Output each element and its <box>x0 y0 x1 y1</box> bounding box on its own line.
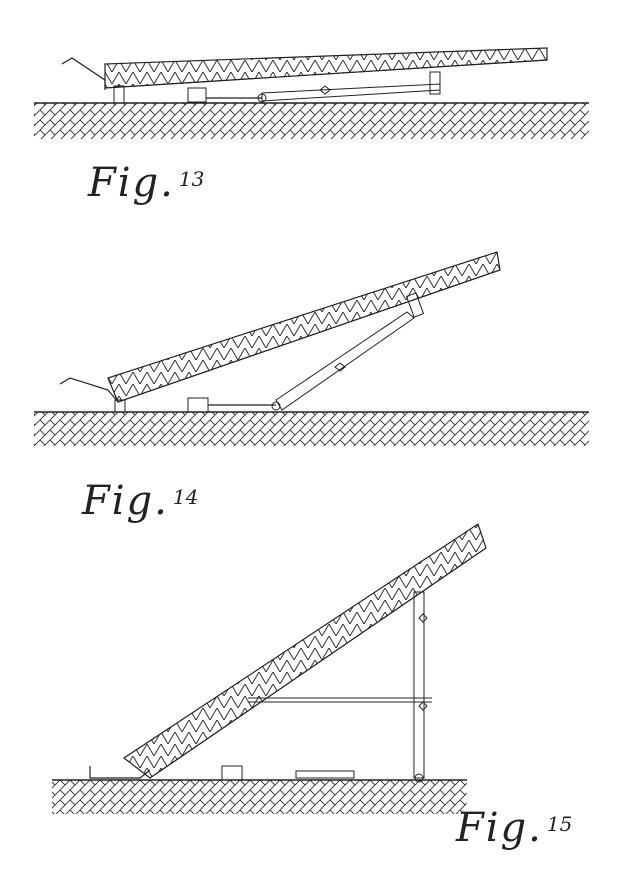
ground-13 <box>34 103 589 139</box>
actuator-13 <box>113 71 441 104</box>
figure-15-word: Fig. <box>456 805 543 851</box>
stair-15 <box>89 523 487 779</box>
figure-14 <box>34 251 589 446</box>
figure-13-word: Fig. <box>88 160 175 206</box>
figure-15-number: 15 <box>546 812 573 836</box>
figure-14-word: Fig. <box>82 478 169 524</box>
figure-15-label: Fig.15 <box>456 805 572 851</box>
ground-15 <box>52 780 467 814</box>
figure-13-label: Fig.13 <box>88 160 204 206</box>
ground-14 <box>34 412 589 446</box>
stair-14 <box>59 251 501 403</box>
support-15 <box>221 591 432 783</box>
figure-14-number: 14 <box>172 485 199 509</box>
figure-14-label: Fig.14 <box>82 478 198 524</box>
actuator-14 <box>114 292 425 413</box>
figure-13 <box>34 47 589 139</box>
figure-15 <box>52 523 487 814</box>
stair-13 <box>61 47 548 90</box>
figure-13-number: 13 <box>178 167 205 191</box>
